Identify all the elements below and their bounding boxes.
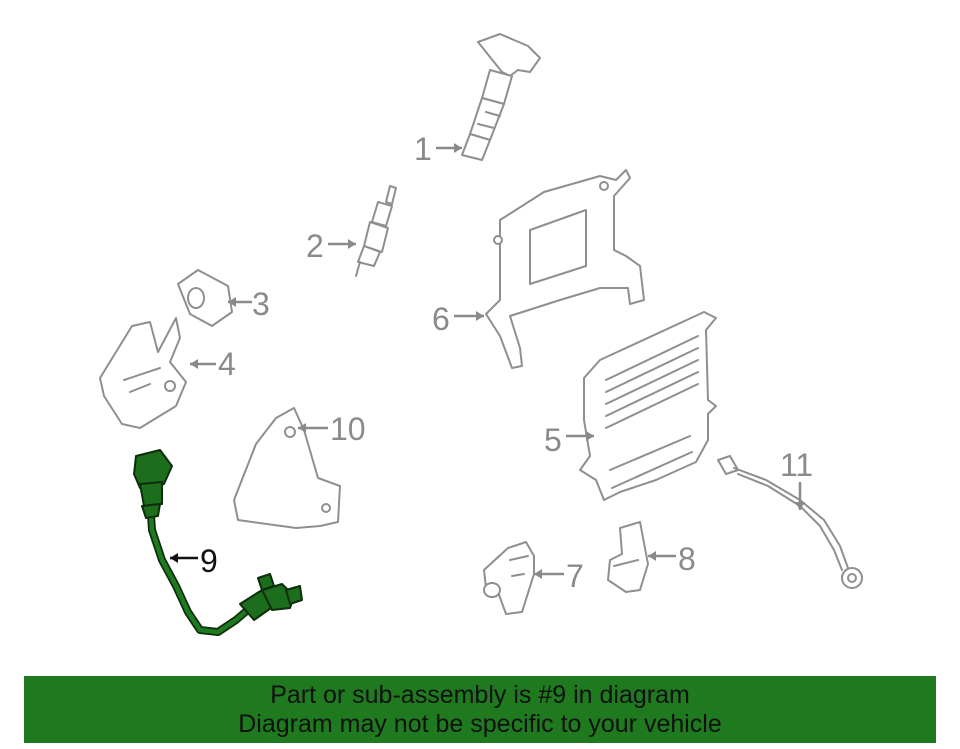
part-10-cover[interactable] — [233, 407, 341, 529]
callout-label-1: 1 — [414, 131, 432, 167]
callout-label-5: 5 — [544, 422, 562, 458]
info-banner: Part or sub-assembly is #9 in diagram Di… — [24, 676, 936, 743]
callout-arrowheads — [170, 143, 805, 579]
part-6-ecu-bracket[interactable] — [485, 169, 645, 369]
callout-11: 11 — [780, 447, 813, 510]
part-3-sensor[interactable] — [177, 269, 233, 327]
part-11-sensor-lead[interactable] — [717, 455, 863, 589]
callout-label-9: 9 — [200, 543, 218, 579]
callout-label-3: 3 — [252, 286, 270, 322]
callout-10: 10 — [298, 411, 366, 447]
callout-label-2: 2 — [306, 228, 324, 264]
banner-line-1: Part or sub-assembly is #9 in diagram — [270, 681, 690, 709]
part-1-ignition-coil[interactable] — [461, 33, 541, 161]
callout-label-10: 10 — [330, 411, 366, 447]
callout-label-8: 8 — [678, 541, 696, 577]
part-7-sensor[interactable] — [483, 541, 535, 615]
part-5-ecu[interactable] — [579, 311, 717, 501]
part-4-bracket[interactable] — [99, 317, 187, 429]
part-8-bracket[interactable] — [607, 521, 649, 593]
parts-diagram: 1 2 3 4 6 — [99, 33, 863, 636]
banner-line-2: Diagram may not be specific to your vehi… — [238, 710, 722, 738]
callout-label-4: 4 — [218, 346, 236, 382]
part-2-spark-plug[interactable] — [355, 185, 397, 277]
callout-label-6: 6 — [432, 301, 450, 337]
callout-label-7: 7 — [566, 558, 584, 594]
part-9-sensor-harness[interactable] — [133, 449, 303, 636]
callout-label-11: 11 — [780, 447, 813, 483]
